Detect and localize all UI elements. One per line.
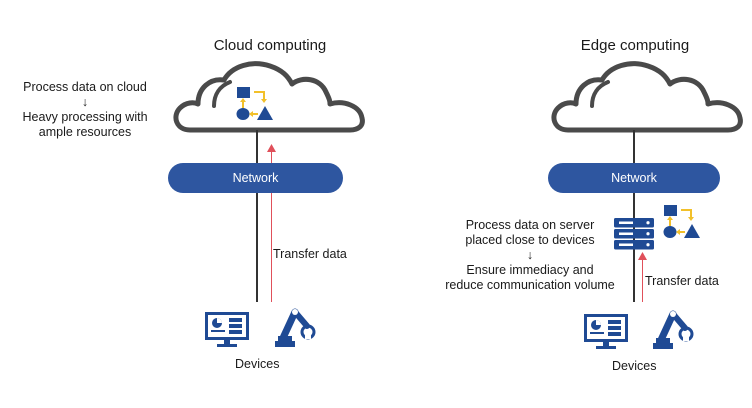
arrowhead-icon [638, 252, 647, 260]
description-line: placed close to devices [465, 233, 595, 247]
transfer-arrow [642, 258, 643, 302]
monitor-dashboard-icon [584, 314, 628, 349]
robot-arm-icon [275, 308, 316, 347]
down-arrow-icon: ↓ [81, 95, 89, 109]
cloud-icon [551, 61, 743, 133]
description-line: Heavy processing with [22, 110, 148, 124]
transfer-data-label: Transfer data [645, 274, 719, 288]
description-line: Ensure immediacy and [466, 263, 594, 277]
connection-line [633, 130, 635, 302]
cloud-description: Process data on cloud ↓ Heavy processing… [5, 80, 165, 140]
processing-shapes-icon [663, 205, 700, 238]
edge-description: Process data on server placed close to d… [430, 218, 630, 293]
transfer-arrow [271, 150, 272, 302]
network-bar: Network [168, 163, 343, 193]
processing-shapes-icon [236, 87, 273, 120]
description-line: ample resources [38, 125, 132, 139]
connection-line [256, 130, 258, 302]
description-line: Process data on cloud [23, 80, 147, 94]
devices-label: Devices [235, 357, 280, 371]
transfer-data-label: Transfer data [273, 247, 347, 261]
description-line: Process data on server [465, 218, 595, 232]
cloud-icon [173, 61, 365, 133]
description-line: reduce communication volume [445, 278, 615, 292]
panel-title: Cloud computing [213, 37, 327, 54]
arrowhead-icon [267, 144, 276, 152]
panel-title: Edge computing [580, 37, 690, 54]
monitor-dashboard-icon [205, 312, 249, 347]
network-bar: Network [548, 163, 720, 193]
robot-arm-icon [653, 310, 694, 349]
server-icon [614, 218, 654, 250]
down-arrow-icon: ↓ [526, 248, 534, 262]
devices-label: Devices [612, 359, 657, 373]
